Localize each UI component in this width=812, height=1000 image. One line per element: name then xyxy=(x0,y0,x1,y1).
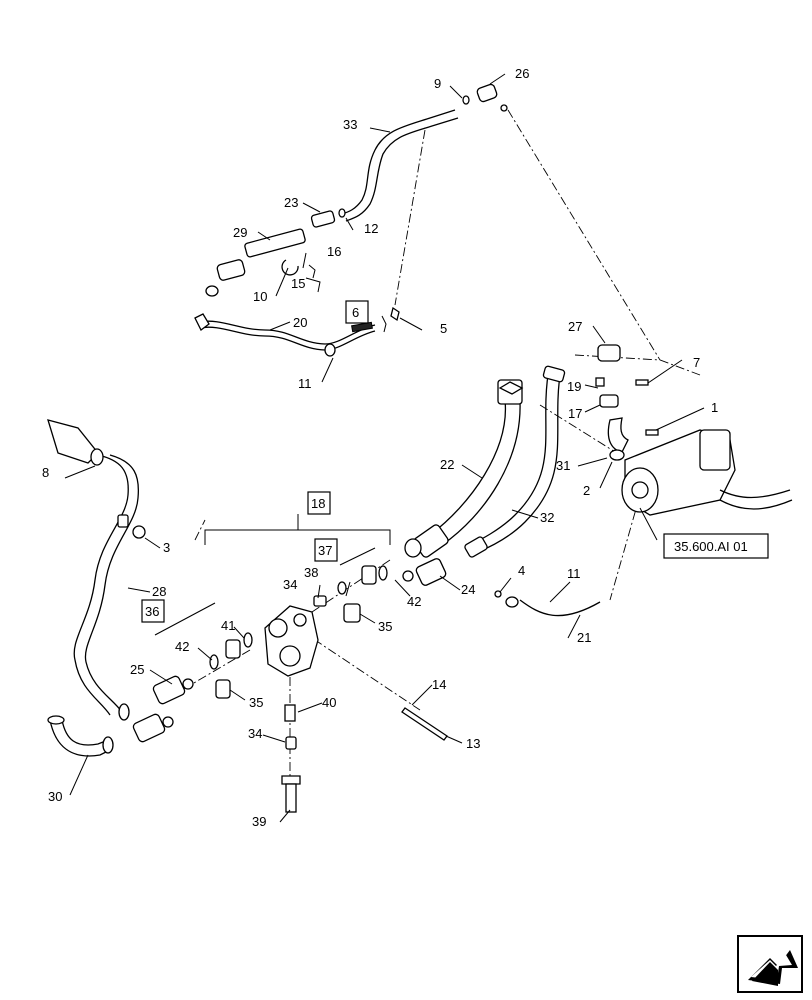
callout-23[interactable]: 23 xyxy=(284,195,298,210)
callout-21[interactable]: 21 xyxy=(577,630,591,645)
hydraulic-pump xyxy=(494,344,793,617)
callout-40[interactable]: 40 xyxy=(322,695,336,710)
boxed-label-6[interactable]: 6 xyxy=(352,305,359,320)
callout-26[interactable]: 26 xyxy=(515,66,529,81)
callout-39[interactable]: 39 xyxy=(252,814,266,829)
callout-42b[interactable]: 42 xyxy=(407,594,421,609)
callout-10[interactable]: 10 xyxy=(253,289,267,304)
boxed-label-37[interactable]: 37 xyxy=(318,543,332,558)
callout-22[interactable]: 22 xyxy=(440,457,454,472)
callout-19[interactable]: 19 xyxy=(567,379,581,394)
sleeves-25-24 xyxy=(132,558,447,743)
callout-27[interactable]: 27 xyxy=(568,319,582,334)
callout-41[interactable]: 41 xyxy=(221,618,235,633)
callout-30[interactable]: 30 xyxy=(48,789,62,804)
callout-5[interactable]: 5 xyxy=(440,321,447,336)
callout-9[interactable]: 9 xyxy=(434,76,441,91)
callout-38[interactable]: 38 xyxy=(304,565,318,580)
boxed-label-36[interactable]: 36 xyxy=(145,604,159,619)
callout-8[interactable]: 8 xyxy=(42,465,49,480)
boxed-group-labels: 6 18 36 37 35.600.AI 01 xyxy=(141,300,769,623)
box-6 xyxy=(345,300,369,324)
callout-3[interactable]: 3 xyxy=(163,540,170,555)
callout-31[interactable]: 31 xyxy=(556,458,570,473)
callout-11b[interactable]: 11 xyxy=(298,376,312,391)
callout-11a[interactable]: 11 xyxy=(567,566,581,581)
callout-24[interactable]: 24 xyxy=(461,582,475,597)
callout-17[interactable]: 17 xyxy=(568,406,582,421)
hose-20 xyxy=(194,306,400,357)
callout-20[interactable]: 20 xyxy=(293,315,307,330)
callout-35a[interactable]: 35 xyxy=(378,619,392,634)
callout-42a[interactable]: 42 xyxy=(175,639,189,654)
callout-25[interactable]: 25 xyxy=(130,662,144,677)
callout-4[interactable]: 4 xyxy=(518,563,525,578)
callout-2[interactable]: 2 xyxy=(583,483,590,498)
callout-32[interactable]: 32 xyxy=(540,510,554,525)
assembly-centerlines xyxy=(164,109,701,790)
leader-lines xyxy=(64,73,705,823)
callout-34a[interactable]: 34 xyxy=(283,577,297,592)
box-37 xyxy=(314,538,338,562)
boxed-label-18[interactable]: 18 xyxy=(311,496,325,511)
reference-label[interactable]: 35.600.AI 01 xyxy=(674,539,748,554)
hose-22-32 xyxy=(404,365,566,558)
box-36 xyxy=(141,599,165,623)
callout-16[interactable]: 16 xyxy=(327,244,341,259)
callout-33[interactable]: 33 xyxy=(343,117,357,132)
box-18 xyxy=(307,491,331,515)
callout-29[interactable]: 29 xyxy=(233,225,247,240)
callout-13[interactable]: 13 xyxy=(466,736,480,751)
callout-12[interactable]: 12 xyxy=(364,221,378,236)
callout-labels: 1 2 3 4 5 7 8 9 10 11 11 12 13 14 15 16 … xyxy=(42,66,718,829)
arrow-navigation-icon[interactable] xyxy=(737,935,803,993)
hose-28-30 xyxy=(47,419,146,757)
callout-7[interactable]: 7 xyxy=(693,355,700,370)
callout-15[interactable]: 15 xyxy=(291,276,305,291)
valve-block xyxy=(209,565,448,813)
box-ref xyxy=(663,533,769,559)
callout-34b[interactable]: 34 xyxy=(248,726,262,741)
callout-14[interactable]: 14 xyxy=(432,677,446,692)
callout-28[interactable]: 28 xyxy=(152,584,166,599)
group-brackets xyxy=(154,514,391,636)
hose-assembly-33 xyxy=(205,83,508,297)
callout-35b[interactable]: 35 xyxy=(249,695,263,710)
callout-1[interactable]: 1 xyxy=(711,400,718,415)
